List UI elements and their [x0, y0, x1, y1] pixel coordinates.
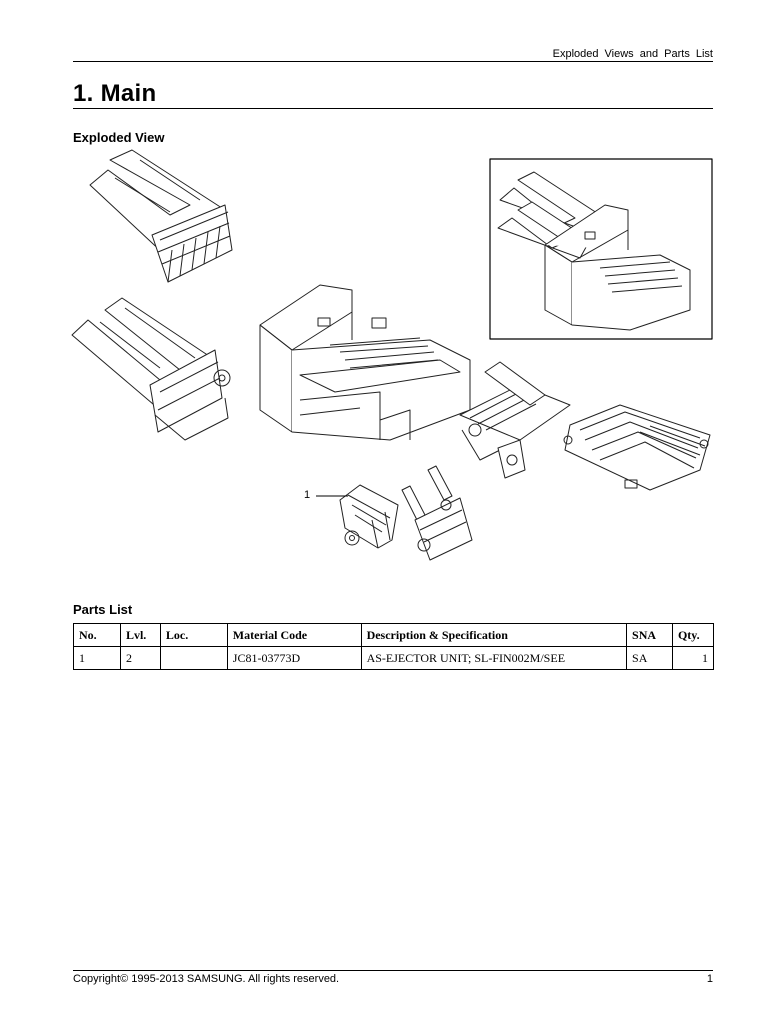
column-header-description: Description & Specification: [360, 623, 628, 647]
cell-material-code: JC81-03773D: [226, 646, 362, 670]
cell-no: 1: [73, 646, 121, 670]
paper-feed-module: [459, 361, 571, 479]
cell-loc: [159, 646, 228, 670]
parts-list-table: No. Lvl. Loc. Material Code Description …: [73, 623, 715, 670]
side-drive-assembly: [401, 465, 473, 561]
column-header-sna: SNA: [626, 623, 673, 647]
page-title: 1. Main: [73, 80, 157, 107]
copyright-text: Copyright© 1995-2013 SAMSUNG. All rights…: [73, 973, 340, 985]
column-header-no: No.: [73, 623, 121, 647]
cell-sna: SA: [626, 646, 673, 670]
column-header-material-code: Material Code: [226, 623, 362, 647]
page-number: 1: [706, 973, 713, 985]
column-header-loc: Loc.: [159, 623, 228, 647]
callout-number: 1: [304, 489, 311, 501]
column-header-lvl: Lvl.: [119, 623, 161, 647]
tray-assembly: [563, 404, 711, 491]
output-tray-lower: [71, 297, 231, 441]
output-tray-upper: [89, 149, 233, 283]
header-title: Exploded Views and Parts List: [552, 48, 713, 60]
ejector-unit: [339, 484, 399, 549]
exploded-view-diagram: [71, 149, 713, 561]
parts-list-heading: Parts List: [73, 602, 133, 617]
cell-lvl: 2: [119, 646, 161, 670]
footer-rule: [73, 970, 713, 971]
header-rule: [73, 61, 713, 62]
inset-assembled-view: [497, 171, 691, 331]
exploded-view-heading: Exploded View: [73, 130, 165, 145]
main-unit-body: [259, 284, 471, 441]
column-header-qty: Qty.: [671, 623, 715, 647]
title-rule: [73, 108, 713, 109]
table-row: 1 2 JC81-03773D AS-EJECTOR UNIT; SL-FIN0…: [73, 646, 715, 670]
table-header-row: No. Lvl. Loc. Material Code Description …: [73, 623, 715, 647]
cell-qty: 1: [671, 646, 715, 670]
cell-description: AS-EJECTOR UNIT; SL-FIN002M/SEE: [360, 646, 628, 670]
